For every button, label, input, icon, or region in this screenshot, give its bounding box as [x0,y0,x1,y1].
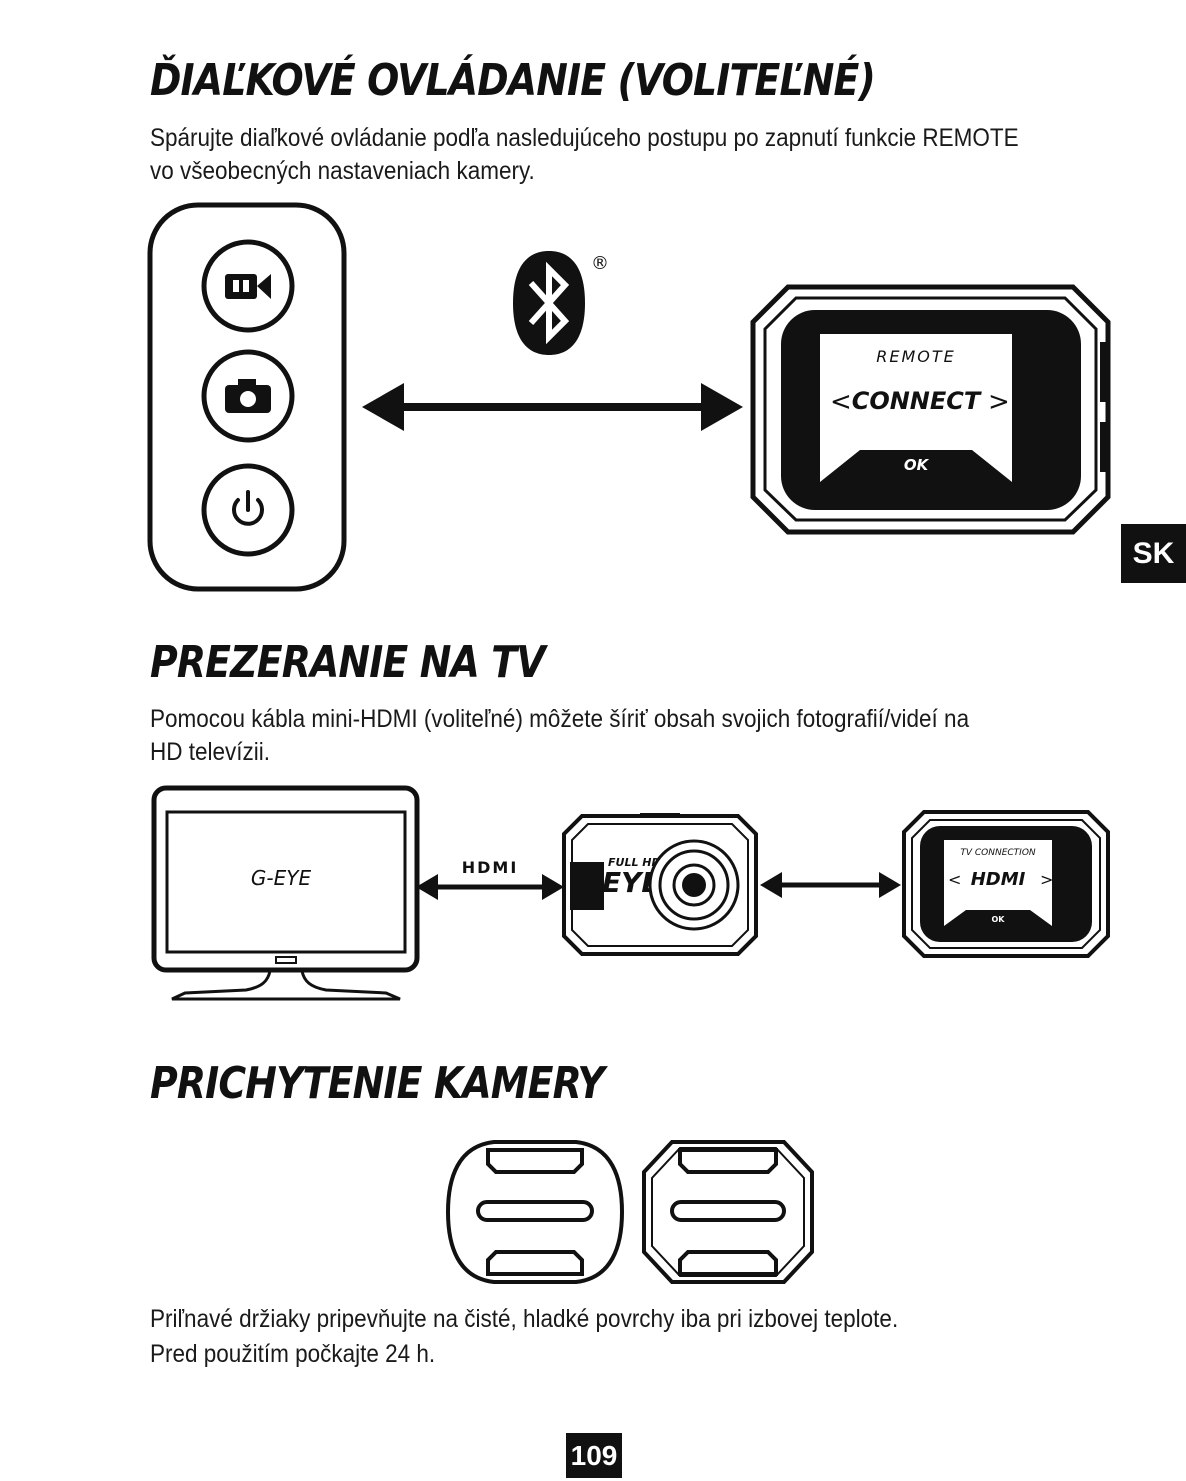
photo-camera-icon [201,349,295,443]
remote-control [147,202,347,592]
camera-front: FULL HD EYE [562,813,758,956]
tv-screen-right-chevron: > [1040,870,1053,889]
registered-mark: ® [591,253,609,274]
video-camera-icon [201,239,295,333]
section-title-mount: PRICHYTENIE KAMERY [150,1058,605,1109]
tv-description-line2: HD televízii. [150,738,271,766]
remote-description-line2: vo všeobecných nastaveniach kamery. [150,157,535,185]
camera-back-tv: TV CONNECTION < HDMI > OK [902,810,1110,958]
mount-description-line2: Pred použitím počkajte 24 h. [150,1340,436,1368]
remote-description-line1: Spárujte diaľkové ovládanie podľa nasled… [150,124,1019,152]
hdmi-arrow: HDMI [416,858,564,900]
camera-back-remote: REMOTE < CONNECT > OK [750,284,1111,535]
section-title-tv: PREZERANIE NA TV [150,637,546,688]
tv-screen-left-chevron: < [948,870,961,889]
language-tab: SK [1121,524,1186,583]
tv-description-line1: Pomocou kábla mini-HDMI (voliteľné) môže… [150,705,970,733]
tv-screen-ok: OK [992,915,1006,924]
remote-screen-right-chevron: > [988,387,1010,417]
curved-mount [642,1140,814,1284]
pairing-arrow [362,383,743,431]
camera-logo-small: FULL HD [608,856,661,869]
television: G-EYE [151,785,420,1001]
remote-screen-action: CONNECT [852,387,982,415]
remote-screen-mode: REMOTE [876,347,956,366]
bluetooth-icon: ® [513,251,609,355]
adhesive-mounts [445,1140,814,1284]
hdmi-logo: HDMI [462,858,519,877]
camera-link-arrow [760,872,901,898]
tv-screen-mode: TV CONNECTION [960,848,1036,858]
remote-screen-left-chevron: < [830,387,852,417]
remote-screen-ok: OK [904,456,930,474]
section-title-remote: ĎIAĽKOVÉ OVLÁDANIE (VOLITEĽNÉ) [150,55,876,106]
flat-mount [445,1140,625,1284]
page-number: 109 [566,1433,622,1478]
power-icon [201,463,295,557]
tv-brand-label: G-EYE [251,866,312,890]
tv-screen-action: HDMI [971,869,1026,890]
mount-description-line1: Priľnavé držiaky pripevňujte na čisté, h… [150,1305,899,1333]
